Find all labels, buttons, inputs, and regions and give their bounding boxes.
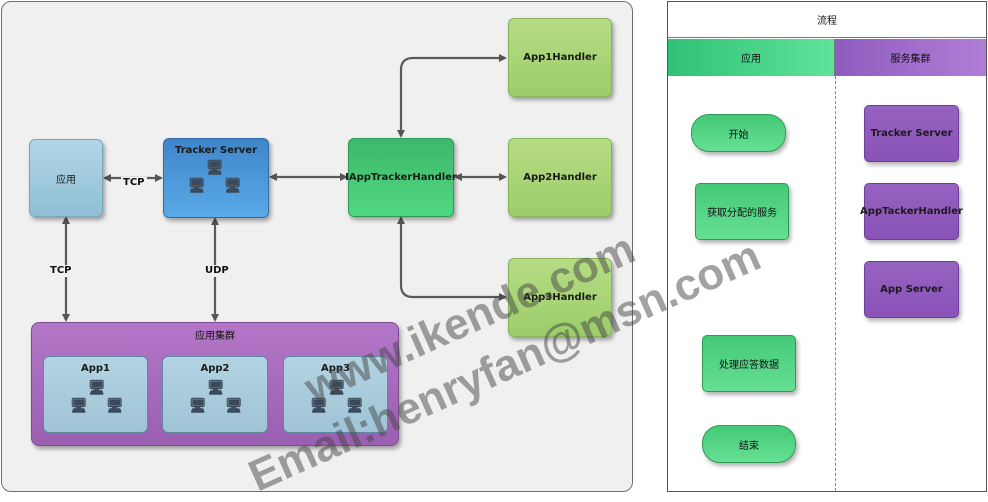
flow-tracker-node: Tracker Server <box>864 105 959 162</box>
flow-tracker-label: Tracker Server <box>870 128 953 139</box>
flow-app-server-label: App Server <box>880 284 943 295</box>
flow-process-label: 处理应答数据 <box>719 360 779 371</box>
server-icon: 🖥 <box>106 398 124 414</box>
server-icon: 🖥 <box>189 398 207 414</box>
app3-handler-label: App3Handler <box>523 292 597 303</box>
flow-get-service-node: 获取分配的服务 <box>695 183 789 240</box>
iapp-tracker-handler-node: IAppTrackerHandler <box>345 138 457 217</box>
flow-end-label: 结束 <box>739 440 759 452</box>
flow-app-tracker-node: AppTackerHandler <box>860 183 963 240</box>
server-icon: 🖥 <box>206 160 224 176</box>
tracker-server-node: Tracker Server 🖥 🖥 🖥 <box>163 138 269 218</box>
edge-label-tcp-left: TCP <box>48 265 74 277</box>
flow-start-node: 开始 <box>691 114 786 152</box>
lane-app-header: 应用 <box>668 39 835 76</box>
flow-end-node: 结束 <box>702 425 796 463</box>
flow-start-label: 开始 <box>728 129 749 141</box>
server-icon: 🖥 <box>328 380 346 396</box>
app2-handler-label: App2Handler <box>523 172 597 183</box>
edge-iapp-h1 <box>397 54 507 138</box>
server-icon: 🖥 <box>225 398 243 414</box>
cluster-app3: App3 🖥 🖥 🖥 <box>283 356 388 433</box>
app3-handler-node: App3Handler <box>508 258 612 337</box>
flow-panel <box>667 1 987 492</box>
app-node: 应用 <box>29 139 103 217</box>
app-node-label: 应用 <box>56 174 76 186</box>
app2-handler-node: App2Handler <box>508 138 612 217</box>
cluster-app3-label: App3 <box>320 363 350 374</box>
flow-app-server-node: App Server <box>864 261 959 318</box>
cluster-app1: App1 🖥 🖥 🖥 <box>43 356 148 433</box>
lane-divider <box>835 76 836 491</box>
app1-handler-node: App1Handler <box>508 18 612 97</box>
edge-iapp-h3 <box>397 216 507 301</box>
edge-label-udp: UDP <box>203 265 231 277</box>
server-icon: 🖥 <box>346 398 364 414</box>
flow-process-node: 处理应答数据 <box>702 335 796 392</box>
flow-app-tracker-label: AppTackerHandler <box>860 206 963 217</box>
edge-label-tcp-top: TCP <box>121 177 147 189</box>
tracker-server-label: Tracker Server <box>174 145 258 156</box>
flow-get-service-label: 获取分配的服务 <box>707 208 777 219</box>
cluster-app2-label: App2 <box>200 363 230 374</box>
server-icon: 🖥 <box>188 178 206 194</box>
flow-title: 流程 <box>668 2 986 38</box>
server-icon: 🖥 <box>207 380 225 396</box>
cluster-app1-label: App1 <box>80 363 110 374</box>
lane-service-header: 服务集群 <box>835 39 986 76</box>
server-icon: 🖥 <box>310 398 328 414</box>
iapp-tracker-handler-label: IAppTrackerHandler <box>345 172 457 183</box>
server-icon: 🖥 <box>224 178 242 194</box>
server-icon: 🖥 <box>70 398 88 414</box>
app1-handler-label: App1Handler <box>523 52 597 63</box>
cluster-title: 应用集群 <box>195 331 235 342</box>
server-icon: 🖥 <box>88 380 106 396</box>
cluster-app2: App2 🖥 🖥 🖥 <box>162 356 268 433</box>
